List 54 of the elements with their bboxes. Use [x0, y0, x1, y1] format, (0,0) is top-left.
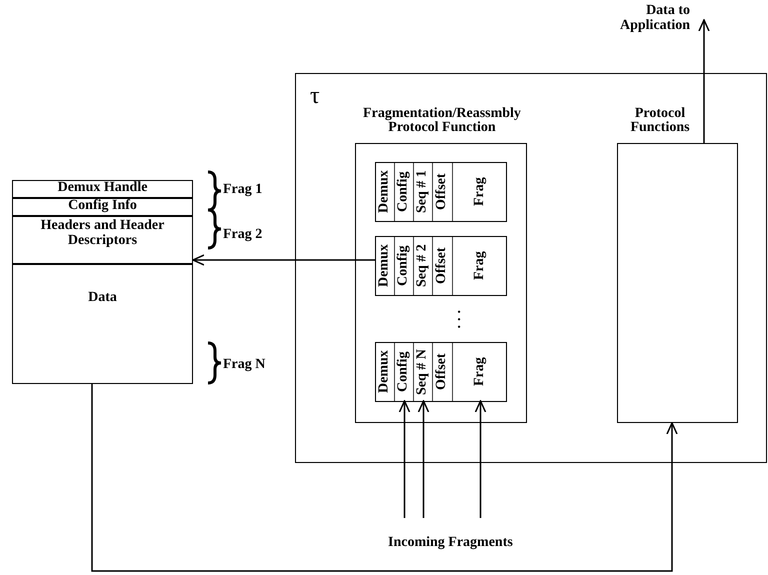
brace-label: Frag 1	[223, 183, 262, 198]
annotation-text: Data to Application	[618, 4, 690, 34]
field-cell	[414, 237, 433, 295]
arrow	[91, 384, 678, 572]
field-label: Headers and Header Descriptors	[40, 219, 166, 248]
field-cell	[433, 237, 453, 295]
header-field	[12, 216, 193, 264]
arrow	[698, 19, 710, 143]
arrow	[418, 400, 430, 518]
field-label: Demux Handle	[56, 181, 148, 196]
field-label: Frag	[471, 176, 488, 208]
process-boundary-box	[295, 73, 767, 463]
field-label: Demux	[376, 169, 393, 216]
field-label: Config	[395, 244, 412, 288]
field-label: Config Info	[67, 199, 138, 214]
field-label: Config	[395, 350, 412, 394]
field-label: Demux	[376, 349, 393, 396]
header-field	[12, 198, 193, 216]
box-heading: Fragmentation/Reassmbly Protocol Function	[362, 106, 522, 136]
field-label: Frag	[471, 356, 488, 388]
field-label: Seq # N	[414, 348, 431, 397]
fragment-box	[375, 342, 507, 402]
field-label: Seq # 1	[414, 170, 431, 216]
field-label: Demux	[376, 243, 393, 290]
field-cell	[395, 343, 414, 401]
continuation-dots: ...	[450, 306, 465, 328]
arrow	[192, 254, 376, 266]
fragment-box	[375, 162, 507, 222]
field-label: Data	[87, 291, 118, 306]
field-cell	[395, 163, 414, 221]
field-label: Config	[395, 170, 412, 214]
field-cell	[433, 343, 453, 401]
field-label: Offset	[433, 352, 450, 392]
annotation: Incoming Fragments	[388, 536, 513, 551]
field-cell	[414, 343, 433, 401]
brace-label: Frag 2	[223, 228, 262, 243]
fragment-box	[375, 236, 507, 296]
field-cell	[376, 343, 395, 401]
box-heading: Protocol Functions	[629, 106, 691, 136]
field-cell	[395, 237, 414, 295]
header-field	[12, 180, 193, 198]
arrow	[474, 400, 486, 518]
field-cell	[433, 163, 453, 221]
tau-symbol: τ	[310, 84, 320, 110]
data-field	[12, 264, 193, 384]
field-label: Offset	[433, 246, 450, 286]
field-cell	[376, 237, 395, 295]
field-label: Seq # 2	[414, 244, 431, 290]
field-cell	[414, 163, 433, 221]
arrow	[398, 400, 410, 518]
field-cell	[376, 163, 395, 221]
field-label: Frag	[471, 250, 488, 282]
field-label: Offset	[433, 172, 450, 212]
brace-label: Frag N	[223, 358, 266, 373]
